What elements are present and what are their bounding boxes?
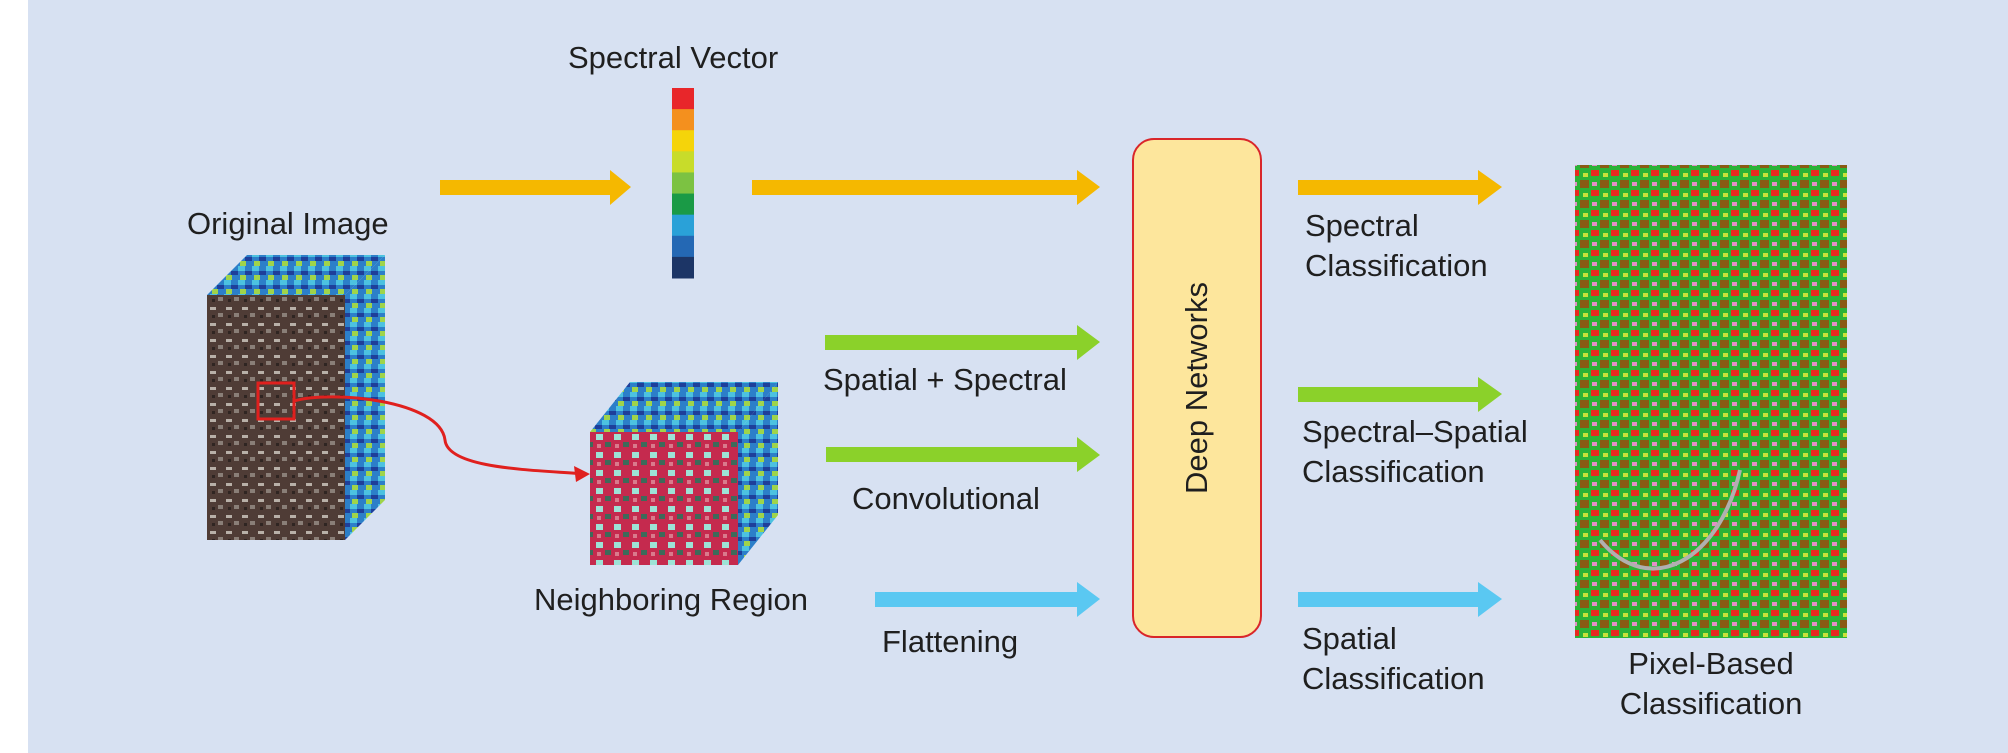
spectral-vector-bar — [672, 88, 694, 279]
spectral-spatial-classification-label-line2: Classification — [1302, 454, 1485, 489]
neighboring-region-label: Neighboring Region — [534, 582, 809, 617]
spectral-classification-label-line1: Spectral — [1305, 208, 1419, 243]
region-link-arrow — [293, 395, 586, 476]
spectral-band-4 — [672, 151, 694, 173]
spatial-spectral-path-arrows — [825, 325, 1502, 472]
pixel-based-classification-label-line2: Classification — [1619, 686, 1803, 721]
spectral-band-8 — [672, 235, 694, 258]
spectral-path-arrows — [440, 170, 1502, 205]
spatial-spectral-label: Spatial + Spectral — [823, 362, 1067, 397]
spectral-band-1 — [672, 88, 694, 110]
original-image-label: Original Image — [187, 206, 389, 241]
spectral-classification-label-line2: Classification — [1305, 248, 1488, 283]
spectral-spatial-classification-label-line1: Spectral–Spatial — [1302, 414, 1528, 449]
deep-networks-label: Deep Networks — [1179, 282, 1214, 494]
pixel-based-classification-label-line1: Pixel-Based — [1628, 646, 1794, 681]
spectral-band-9 — [672, 256, 694, 279]
spectral-band-6 — [672, 193, 694, 216]
original-image-cube — [207, 255, 385, 540]
spatial-classification-label-line2: Classification — [1302, 661, 1485, 696]
neighboring-region-cube — [590, 382, 778, 565]
spectral-vector-label: Spectral Vector — [568, 40, 779, 75]
spectral-band-5 — [672, 172, 694, 195]
spectral-band-2 — [672, 109, 694, 131]
convolutional-label: Convolutional — [852, 481, 1040, 516]
deep-networks-box — [1132, 138, 1262, 638]
spectral-band-3 — [672, 130, 694, 152]
spatial-classification-label-line1: Spatial — [1302, 621, 1397, 656]
spatial-path-arrows — [875, 582, 1502, 617]
spectral-band-7 — [672, 214, 694, 237]
flattening-label: Flattening — [882, 624, 1019, 659]
classification-map — [1575, 165, 1847, 638]
